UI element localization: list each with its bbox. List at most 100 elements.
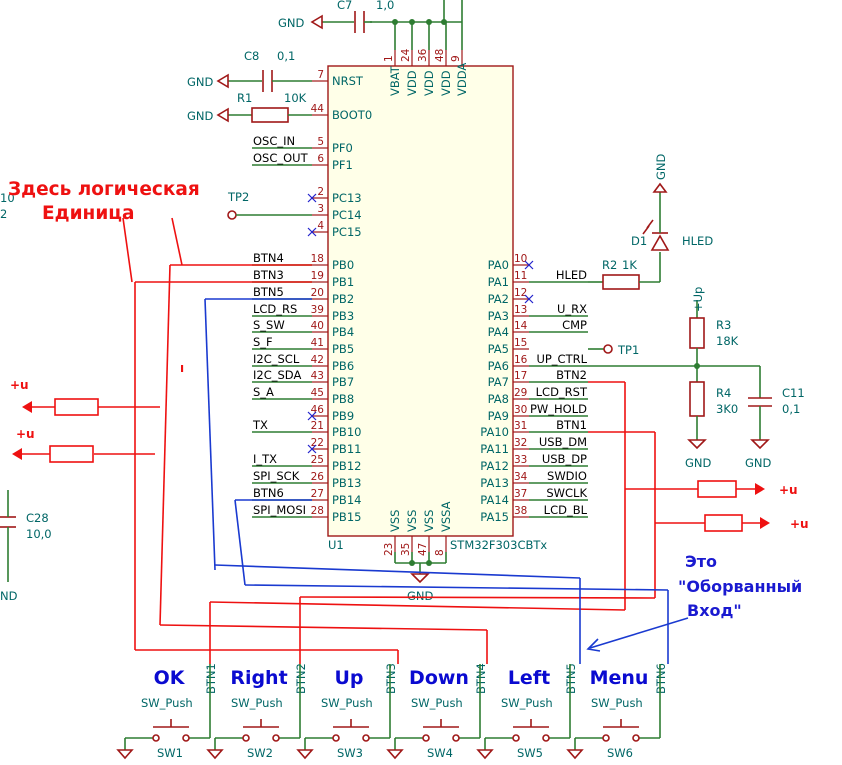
pin-name: PB14	[332, 493, 361, 507]
net-label-spi_mosi: SPI_MOSI	[253, 503, 306, 517]
pin-number: 15	[514, 337, 527, 349]
pin-number: 12	[514, 287, 527, 299]
gnd-icon	[296, 749, 314, 760]
gnd-symbol-c8	[216, 73, 229, 89]
net-label-btn1: BTN1	[556, 418, 587, 432]
net-label-u_rx: U_RX	[557, 302, 587, 316]
pin-name: PA3	[488, 309, 509, 323]
net-label-osc_out: OSC_OUT	[253, 151, 309, 165]
pin-number: 47	[417, 543, 429, 556]
pin-name: PC14	[332, 208, 362, 222]
net-label-btn6: BTN6	[253, 486, 284, 500]
pin-number: 30	[514, 404, 527, 416]
switch-net-label: BTN6	[654, 663, 668, 694]
pin-number: 41	[311, 337, 324, 349]
pin-name: PB7	[332, 375, 354, 389]
testpoint-tp1: TP1	[588, 343, 639, 357]
pin-number: 2	[317, 186, 324, 198]
gnd-icon	[476, 749, 494, 760]
pin-number: 19	[311, 270, 324, 282]
pin-number: 18	[311, 253, 324, 265]
testpoint-tp2: TP2	[227, 190, 312, 220]
pin-name: PA13	[480, 476, 509, 490]
mcu-value: STM32F303CBTx	[450, 538, 547, 552]
c8-value: 0,1	[277, 49, 295, 63]
pin-name: PA2	[488, 292, 509, 306]
pin-number: 6	[317, 153, 324, 165]
switch-title: Menu	[590, 667, 649, 689]
pin-number: 45	[311, 387, 324, 399]
pin-name: PA11	[480, 442, 509, 456]
pin-name: PC13	[332, 191, 362, 205]
switch-title: OK	[154, 667, 186, 689]
resistor-r3	[689, 317, 705, 349]
pin-number: 39	[311, 304, 324, 316]
pin-number: 24	[400, 48, 412, 62]
pin-number: 20	[311, 287, 324, 299]
c28-value: 10,0	[26, 527, 52, 541]
pin-number: 46	[311, 404, 325, 416]
pin-name: PB0	[332, 258, 354, 272]
pin-name: PA9	[488, 409, 509, 423]
pin-number: 37	[514, 488, 527, 500]
pin-name: PC15	[332, 225, 362, 239]
gnd-label-mcu: GND	[407, 589, 434, 603]
net-label-btn2: BTN2	[556, 368, 587, 382]
net-label-usb_dp: USB_DP	[542, 452, 587, 466]
net-label-swdio: SWDIO	[547, 469, 587, 483]
switch-net-label: BTN1	[204, 663, 218, 694]
top-power-rail	[370, 0, 463, 25]
switch-net-label: BTN3	[384, 663, 398, 694]
logic-one-line1: Здесь логическая	[8, 179, 200, 200]
plus-u-label-3: +u	[779, 483, 798, 497]
pin-number: 17	[514, 370, 527, 382]
pin-name: PA0	[488, 258, 509, 272]
pin-name: VSSA	[439, 501, 453, 532]
switch-ref: SW6	[607, 746, 633, 760]
pin-name: PA6	[488, 359, 509, 373]
net-label-i2c_sda: I2C_SDA	[253, 368, 301, 382]
pin-name: VDD	[405, 70, 419, 96]
r2-ref: R2	[602, 258, 617, 272]
pin-number: 3	[317, 203, 324, 215]
pin-number: 23	[383, 543, 395, 556]
pin-name: PB9	[332, 409, 354, 423]
pin-number: 10	[514, 253, 527, 265]
pin-number: 43	[311, 370, 324, 382]
pin-name: PA12	[480, 459, 509, 473]
net-label-tx: TX	[252, 418, 268, 432]
logic-one-line2: Единица	[42, 203, 134, 224]
switch-net-label: BTN5	[564, 663, 578, 694]
gnd-icon	[386, 749, 404, 760]
pin-name: PB3	[332, 309, 354, 323]
pin-name: PA10	[480, 425, 509, 439]
mcu-pin-pc14: 3 PC14	[312, 203, 362, 222]
edge-value: 2	[0, 207, 7, 221]
pin-name: PB15	[332, 510, 361, 524]
net-label-lcd_rst: LCD_RST	[536, 385, 588, 399]
net-label-s_a: S_A	[253, 385, 274, 399]
gnd-label-r1: GND	[187, 109, 214, 123]
pin-number: 22	[311, 437, 324, 449]
switch-value: SW_Push	[231, 696, 283, 710]
pin-name: PB4	[332, 325, 354, 339]
pin-number: 42	[311, 354, 324, 366]
resistor-r1: R1 10K GND	[187, 91, 312, 123]
gnd-icon	[206, 749, 224, 760]
